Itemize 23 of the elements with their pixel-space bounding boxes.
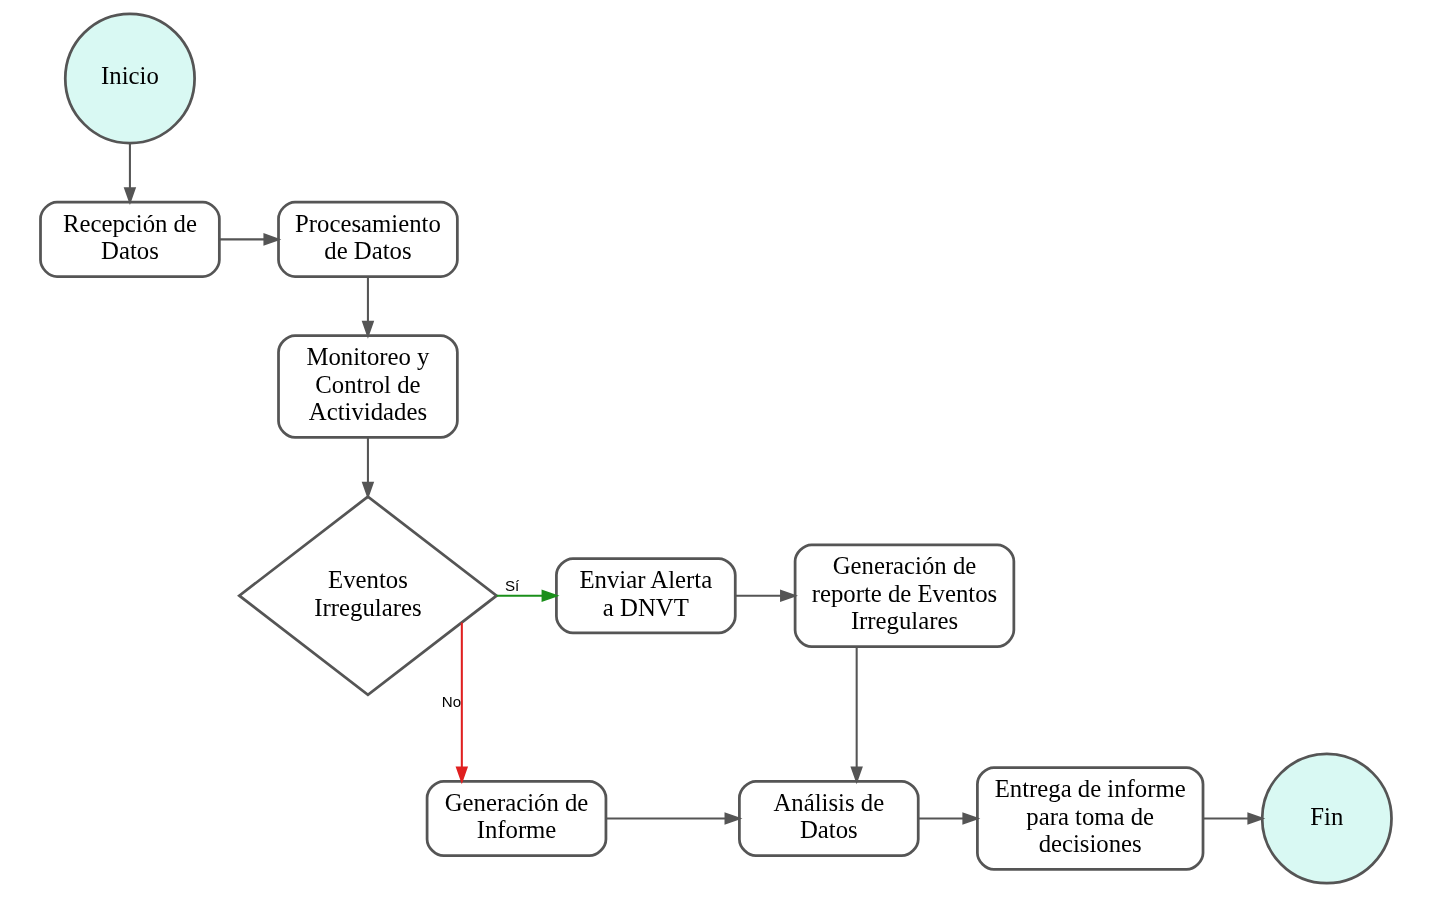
- node-diamond: Eventos Irregulares: [236, 494, 499, 697]
- node-box: Generación de reporte de Eventos Irregulares: [793, 543, 1015, 648]
- node-box: Procesamiento de Datos: [276, 200, 459, 278]
- node-box: Generación de Informe: [425, 780, 607, 858]
- node-circle: Inicio: [63, 12, 196, 145]
- node-circle: Fin: [1260, 752, 1393, 885]
- node-box: Entrega de informe para toma de decisiones: [975, 766, 1204, 871]
- arrow: [361, 437, 374, 500]
- arrow: [735, 589, 798, 602]
- arrow: [605, 812, 742, 825]
- arrow: [496, 589, 559, 602]
- arrow: [219, 233, 281, 246]
- arrow: [849, 646, 863, 785]
- arrow: [455, 622, 468, 785]
- arrow: [123, 143, 136, 206]
- node-box: Análisis de Datos: [737, 780, 920, 858]
- node-box: Recepción de Datos: [38, 200, 221, 278]
- arrow: [917, 812, 980, 825]
- arrow: [361, 276, 374, 339]
- edge-label: Sí: [504, 577, 519, 595]
- node-box: Monitoreo y Control de Actividades: [276, 334, 459, 439]
- node-box: Enviar Alerta a DNVT: [554, 557, 737, 635]
- arrow: [1202, 812, 1265, 825]
